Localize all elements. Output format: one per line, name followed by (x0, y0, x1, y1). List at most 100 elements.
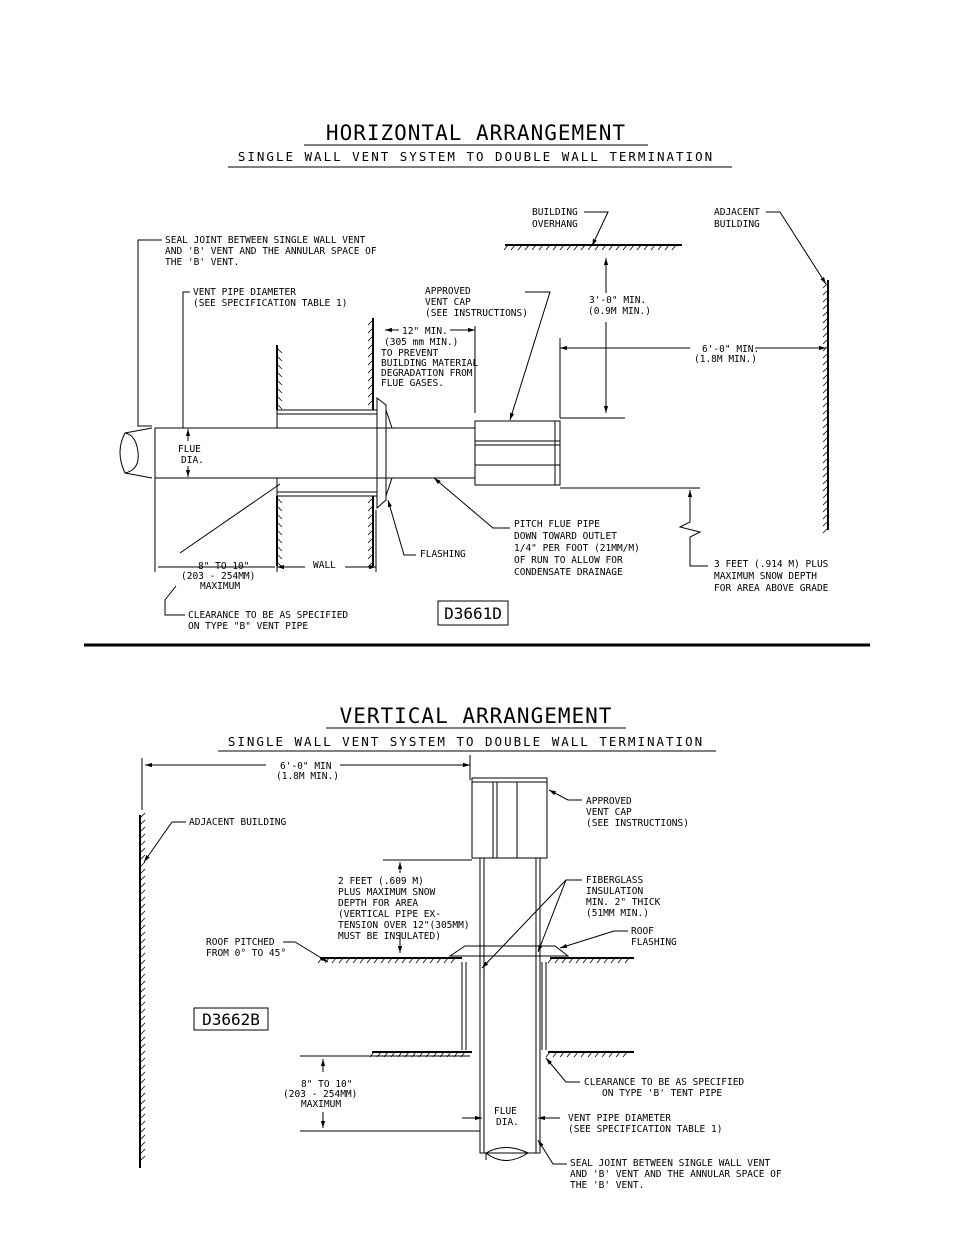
hatch-mark (276, 521, 283, 528)
hatch-mark (139, 924, 146, 931)
hatch-mark (664, 244, 670, 251)
seal-joint-1: SEAL JOINT BETWEEN SINGLE WALL VENT (165, 235, 365, 246)
vent-cap-label-1: APPROVED (425, 286, 471, 297)
hatch-mark (276, 505, 283, 512)
hatch-mark (617, 957, 623, 964)
hatch-mark (450, 957, 456, 964)
v-vent-pipe-dia-1: VENT PIPE DIAMETER (568, 1113, 671, 1124)
hatch-mark (367, 537, 374, 544)
pipe-break-end (119, 432, 139, 474)
hatch-mark (615, 244, 621, 251)
hatch-mark (139, 945, 146, 952)
hatch-mark (139, 812, 146, 819)
vent-pipe-dia-2: (SEE SPECIFICATION TABLE 1) (193, 298, 347, 309)
vertical-title: VERTICAL ARRANGEMENT (340, 704, 613, 728)
v-six-ft-2: (1.8M MIN.) (276, 771, 339, 782)
hatch-mark (587, 244, 593, 251)
hatch-mark (822, 338, 829, 345)
hatch-mark (276, 537, 283, 544)
hatch-mark (822, 450, 829, 457)
v-drawing-code-box (193, 1007, 269, 1031)
hatch-mark (139, 1078, 146, 1085)
hatch-mark (601, 244, 607, 251)
fiberglass-2: INSULATION (586, 886, 643, 897)
hatch-mark (822, 317, 829, 324)
overhang-label-1: BUILDING (532, 207, 578, 218)
v-seal-joint-3: THE 'B' VENT. (570, 1180, 644, 1191)
v-seal-joint-1: SEAL JOINT BETWEEN SINGLE WALL VENT (570, 1158, 770, 1169)
hatch-mark (139, 840, 146, 847)
flashing-leader (387, 499, 416, 556)
hatch-mark (822, 359, 829, 366)
hatch-mark (622, 1051, 628, 1058)
fiberglass-4: (51MM MIN.) (586, 908, 649, 919)
hatch-mark (139, 973, 146, 980)
fiberglass-3: MIN. 2" THICK (586, 897, 661, 908)
hatch-mark (276, 363, 283, 370)
overhang-hatch (503, 244, 677, 251)
hatch-mark (436, 957, 442, 964)
hatch-mark (139, 910, 146, 917)
v-seal-joint-2: AND 'B' VENT AND THE ANNULAR SPACE OF (570, 1169, 782, 1180)
v-clearance-1: CLEARANCE TO BE AS SPECIFIED (584, 1077, 744, 1088)
six-ft-min-1: 6'-0" MIN. (702, 344, 759, 355)
hatch-mark (415, 957, 421, 964)
hatch-mark (822, 380, 829, 387)
hatch-mark (139, 1015, 146, 1022)
hatch-mark (545, 1051, 551, 1058)
hatch-mark (596, 957, 602, 964)
hatch-mark (139, 1106, 146, 1113)
hatch-mark (401, 957, 407, 964)
clearance-diagonal (179, 483, 281, 554)
adjacent-leader (766, 211, 827, 285)
hatch-mark (503, 244, 509, 251)
hatch-mark (139, 896, 146, 903)
three-feet-3: FOR AREA ABOVE GRADE (714, 583, 829, 594)
hatch-mark (822, 415, 829, 422)
hatch-mark (610, 957, 616, 964)
hatch-mark (822, 366, 829, 373)
hatch-mark (552, 244, 558, 251)
hatch-mark (139, 917, 146, 924)
wall-hatch (276, 319, 374, 568)
hatch-mark (531, 244, 537, 251)
eight-ten-1: 8" TO 10" (198, 561, 249, 572)
two-feet-4: (VERTICAL PIPE EX- (338, 909, 441, 920)
hatch-mark (359, 957, 365, 964)
pitch-5: CONDENSATE DRAINAGE (514, 567, 623, 578)
hatch-mark (580, 244, 586, 251)
hatch-mark (276, 395, 283, 402)
hatch-mark (822, 310, 829, 317)
v-eight-ten-1: 8" TO 10" (301, 1079, 352, 1090)
hatch-mark (822, 506, 829, 513)
hatch-mark (822, 296, 829, 303)
hatch-mark (822, 408, 829, 415)
hatch-mark (367, 553, 374, 560)
hatch-mark (139, 1001, 146, 1008)
hatch-mark (643, 244, 649, 251)
hatch-mark (608, 244, 614, 251)
hatch-mark (822, 331, 829, 338)
hatch-mark (276, 355, 283, 362)
hatch-mark (671, 244, 677, 251)
hatch-mark (566, 1051, 572, 1058)
hatch-mark (615, 1051, 621, 1058)
hatch-mark (601, 1051, 607, 1058)
v-six-ft-1: 6'-0" MIN (280, 761, 332, 772)
hatch-mark (367, 351, 374, 358)
hatch-mark (139, 1022, 146, 1029)
hatch-mark (422, 957, 428, 964)
hatch-mark (139, 903, 146, 910)
two-feet-2: PLUS MAXIMUM SNOW (338, 887, 436, 898)
hatch-mark (822, 282, 829, 289)
horizontal-subtitle: SINGLE WALL VENT SYSTEM TO DOUBLE WALL T… (238, 149, 714, 164)
hatch-mark (367, 327, 374, 334)
hatch-mark (559, 244, 565, 251)
hatch-mark (394, 957, 400, 964)
twelve-min-2: (305 mm MIN.) (384, 337, 458, 348)
drawing-code: D3661D (444, 604, 502, 623)
hatch-mark (139, 1085, 146, 1092)
clearance-2: ON TYPE "B" VENT PIPE (188, 621, 308, 632)
hatch-mark (139, 861, 146, 868)
hatch-mark (822, 492, 829, 499)
